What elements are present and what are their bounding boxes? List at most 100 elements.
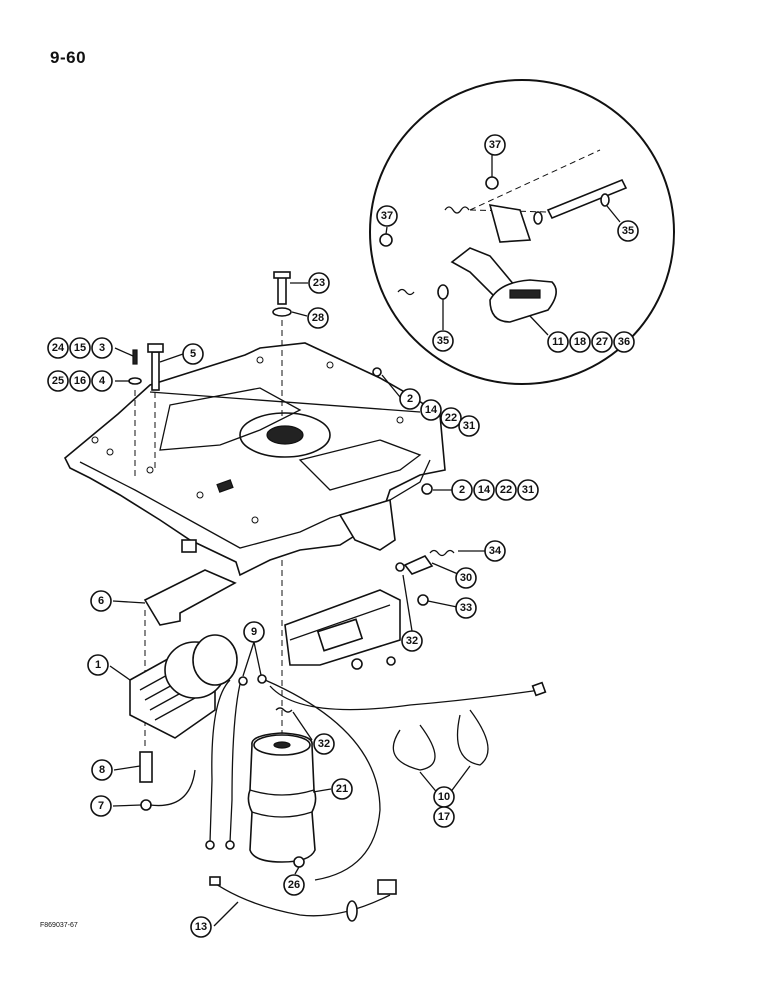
svg-text:2: 2	[459, 484, 465, 496]
svg-text:11: 11	[552, 336, 564, 348]
svg-text:28: 28	[312, 312, 324, 324]
svg-text:6: 6	[98, 595, 104, 607]
fitting-9b	[257, 674, 267, 684]
callout-2b: 2	[451, 479, 473, 501]
callout-27: 27	[591, 331, 613, 353]
svg-text:35: 35	[437, 335, 449, 347]
svg-text:37: 37	[489, 139, 501, 151]
callout-16: 16	[69, 370, 91, 392]
handle-grip-slot	[509, 289, 541, 299]
callout-14b: 14	[473, 479, 495, 501]
screw	[372, 367, 382, 377]
air-line-a	[209, 679, 231, 843]
air-line-b	[229, 683, 241, 843]
spacer	[139, 751, 153, 783]
svg-text:14: 14	[425, 404, 438, 416]
svg-text:36: 36	[618, 336, 630, 348]
pivot-bracket	[488, 204, 532, 243]
detail-spring	[444, 206, 470, 214]
wire-harness-13	[209, 879, 391, 917]
callout-21: 21	[331, 778, 353, 800]
page-number: 9-60	[50, 48, 87, 67]
svg-text:16: 16	[74, 375, 86, 387]
svg-text:5: 5	[190, 348, 196, 360]
svg-text:10: 10	[438, 791, 450, 803]
svg-text:4: 4	[99, 375, 106, 387]
callout-32a: 32	[401, 630, 423, 652]
callout-15: 15	[69, 337, 91, 359]
callout-23: 23	[308, 272, 330, 294]
callout-28: 28	[307, 307, 329, 329]
svg-text:9: 9	[251, 626, 257, 638]
svg-text:8: 8	[99, 764, 105, 776]
callout-31b: 31	[517, 479, 539, 501]
swivel-center	[266, 425, 304, 445]
callout-34: 34	[484, 540, 506, 562]
harness-loop-2	[456, 709, 489, 766]
svg-text:32: 32	[318, 738, 330, 750]
clip	[600, 193, 610, 207]
callout-22a: 22	[440, 407, 462, 429]
washer-28	[272, 307, 292, 317]
callout-35b: 35	[432, 330, 454, 352]
svg-text:32: 32	[406, 635, 418, 647]
callout-3: 3	[91, 337, 113, 359]
callout-37b: 37	[376, 205, 398, 227]
callout-18: 18	[569, 331, 591, 353]
svg-text:25: 25	[52, 375, 64, 387]
plate-clip	[181, 539, 197, 553]
nut-7	[140, 799, 152, 811]
svg-text:22: 22	[445, 412, 457, 424]
nut-left	[379, 233, 393, 247]
callout-30: 30	[455, 567, 477, 589]
svg-text:15: 15	[74, 342, 86, 354]
svg-text:13: 13	[195, 921, 207, 933]
shaft	[546, 178, 628, 220]
callout-11: 11	[547, 331, 569, 353]
svg-text:31: 31	[463, 420, 475, 432]
nut-33	[417, 594, 429, 606]
callout-7: 7	[90, 795, 112, 817]
callout-9: 9	[243, 621, 265, 643]
bolt-5	[151, 351, 160, 391]
svg-text:7: 7	[98, 800, 104, 812]
fitting-9a	[238, 676, 248, 686]
callout-5: 5	[182, 343, 204, 365]
svg-text:14: 14	[478, 484, 491, 496]
washer-shaft	[533, 211, 543, 225]
callout-22b: 22	[495, 479, 517, 501]
svg-text:23: 23	[313, 277, 325, 289]
callout-2a: 2	[399, 388, 421, 410]
callout-6: 6	[90, 590, 112, 612]
callout-25: 25	[47, 370, 69, 392]
callout-13: 13	[190, 916, 212, 938]
wire-harness-10	[269, 685, 541, 711]
svg-text:17: 17	[438, 811, 450, 823]
slide-rail-assembly	[284, 549, 455, 670]
spring-pin	[395, 562, 405, 572]
svg-text:22: 22	[500, 484, 512, 496]
fitting-26	[293, 856, 305, 868]
callout-14a: 14	[420, 399, 442, 421]
washer	[437, 284, 449, 300]
callout-10: 10	[433, 786, 455, 808]
bolts	[128, 271, 292, 391]
svg-text:27: 27	[596, 336, 608, 348]
svg-text:21: 21	[336, 783, 348, 795]
callout-26: 26	[283, 874, 305, 896]
svg-text:18: 18	[574, 336, 586, 348]
harness-loop-1	[392, 724, 436, 771]
connector	[377, 879, 397, 895]
callout-8: 8	[91, 759, 113, 781]
detail-view	[369, 79, 675, 385]
pin-3	[132, 349, 138, 365]
adjuster-lever	[338, 498, 396, 551]
spring-34	[429, 549, 455, 557]
latch-30	[403, 554, 434, 575]
svg-text:24: 24	[52, 342, 65, 354]
svg-text:37: 37	[381, 210, 393, 222]
svg-text:2: 2	[407, 393, 413, 405]
svg-text:1: 1	[95, 659, 101, 671]
callout-36: 36	[613, 331, 635, 353]
